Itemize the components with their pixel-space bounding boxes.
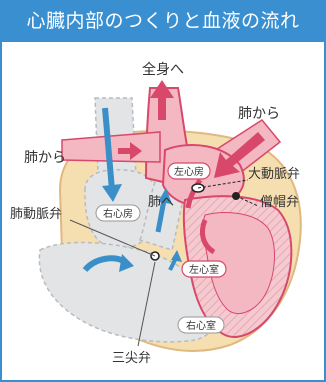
heart-diagram: 左心房 左心室 右心房 右心室 全身へ 肺から 肺から 肺へ 大動脈弁 僧帽弁 … xyxy=(0,42,326,380)
to-lung-label: 肺へ xyxy=(148,195,174,210)
aortic-valve-label: 大動脈弁 xyxy=(248,167,300,182)
diagram-title: 心臓内部のつくりと血液の流れ xyxy=(0,0,326,42)
mitral-valve-label: 僧帽弁 xyxy=(260,194,299,210)
to-body-label: 全身へ xyxy=(142,61,184,78)
left-ventricle-label: 左心室 xyxy=(189,263,219,276)
tricuspid-valve-label: 三尖弁 xyxy=(112,351,151,366)
from-lung-left-label: 肺から xyxy=(24,150,66,166)
right-ventricle-label: 右心室 xyxy=(186,319,216,332)
left-atrium-label: 左心房 xyxy=(174,165,204,178)
title-bar: 心臓内部のつくりと血液の流れ xyxy=(0,0,326,42)
right-atrium-label: 右心房 xyxy=(103,207,133,220)
from-lung-right-label: 肺から xyxy=(238,106,280,122)
pulmonary-valve-label: 肺動脈弁 xyxy=(10,207,62,222)
